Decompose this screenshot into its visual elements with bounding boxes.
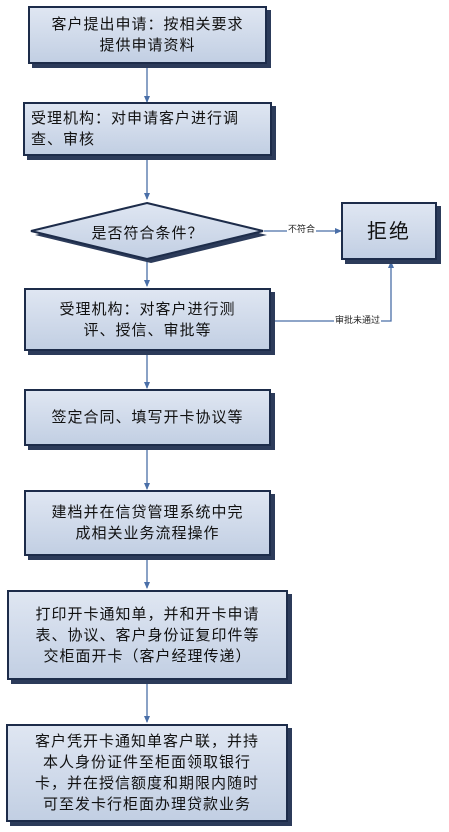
step-review: 受理机构：对申请客户进行调 查、审核	[23, 102, 272, 156]
step-print: 打印开卡通知单，并和开卡申请 表、协议、客户身份证复印件等 交柜面开卡（客户经理…	[7, 590, 288, 680]
step-reject: 拒绝	[341, 202, 437, 260]
step-archive: 建档并在信贷管理系统中完 成相关业务流程操作	[24, 490, 271, 556]
step-evaluate: 受理机构：对客户进行测 评、授信、审批等	[24, 288, 271, 351]
decision-diamond	[30, 201, 264, 261]
arrow-evaluate-to-reject	[271, 261, 394, 322]
decision-label: 是否符合条件？	[91, 223, 204, 242]
step-collect: 客户凭开卡通知单客户联，并持 本人身份证件至柜面领取银行 卡，并在授信额度和期限…	[6, 724, 288, 822]
step-apply: 客户提出申请：按相关要求 提供申请资料	[28, 6, 267, 64]
step-contract: 签定合同、填写开卡协议等	[24, 389, 271, 446]
edge-label-not-approved: 审批未通过	[334, 316, 382, 327]
edge-label-not-qualified: 不符合	[287, 225, 317, 236]
